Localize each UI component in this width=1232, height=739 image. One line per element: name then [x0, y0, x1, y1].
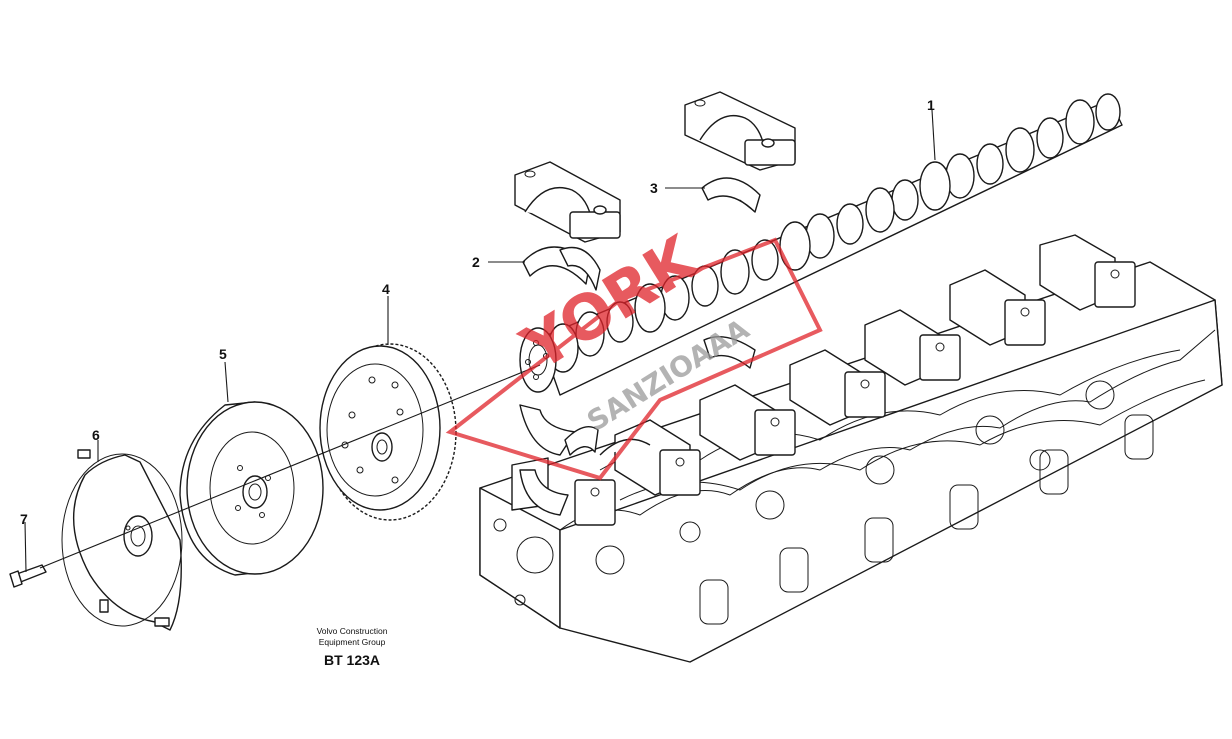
callout-numbers: 1 2 3 4 5 6 7: [20, 97, 935, 527]
camshaft: [519, 93, 1123, 396]
bearing-cap-upper-right: [684, 91, 796, 171]
bearing-shell-3: [701, 177, 761, 213]
callout-2: 2: [472, 254, 480, 270]
publisher-line-1: Volvo Construction: [316, 626, 388, 636]
callout-6: 6: [92, 427, 100, 443]
bearing-cap-upper-left: [514, 161, 621, 243]
callout-7: 7: [20, 511, 28, 527]
callout-3: 3: [650, 180, 658, 196]
publisher-caption: Volvo Construction Equipment Group: [292, 626, 412, 648]
callout-4: 4: [382, 281, 390, 297]
bolt: [9, 564, 47, 588]
camshaft-gear: [319, 343, 457, 521]
cylinder-head: [479, 234, 1223, 663]
vibration-damper: [179, 401, 324, 576]
camshaft-flange: [519, 327, 557, 393]
cam-lobes: [547, 93, 1121, 373]
bearing-shell-lower: [519, 336, 756, 516]
bearing-saddles: [511, 234, 1136, 526]
intake-ports: [699, 414, 1154, 625]
figure-code: BT 123A: [323, 652, 381, 668]
cover-plate: [61, 449, 183, 631]
callout-1: 1: [927, 97, 935, 113]
assembly-axis-line: [39, 364, 541, 569]
bearing-shell-2: [522, 246, 601, 291]
callout-5: 5: [219, 346, 227, 362]
callout-leaders: [24, 109, 936, 573]
publisher-line-2: Equipment Group: [318, 637, 386, 647]
